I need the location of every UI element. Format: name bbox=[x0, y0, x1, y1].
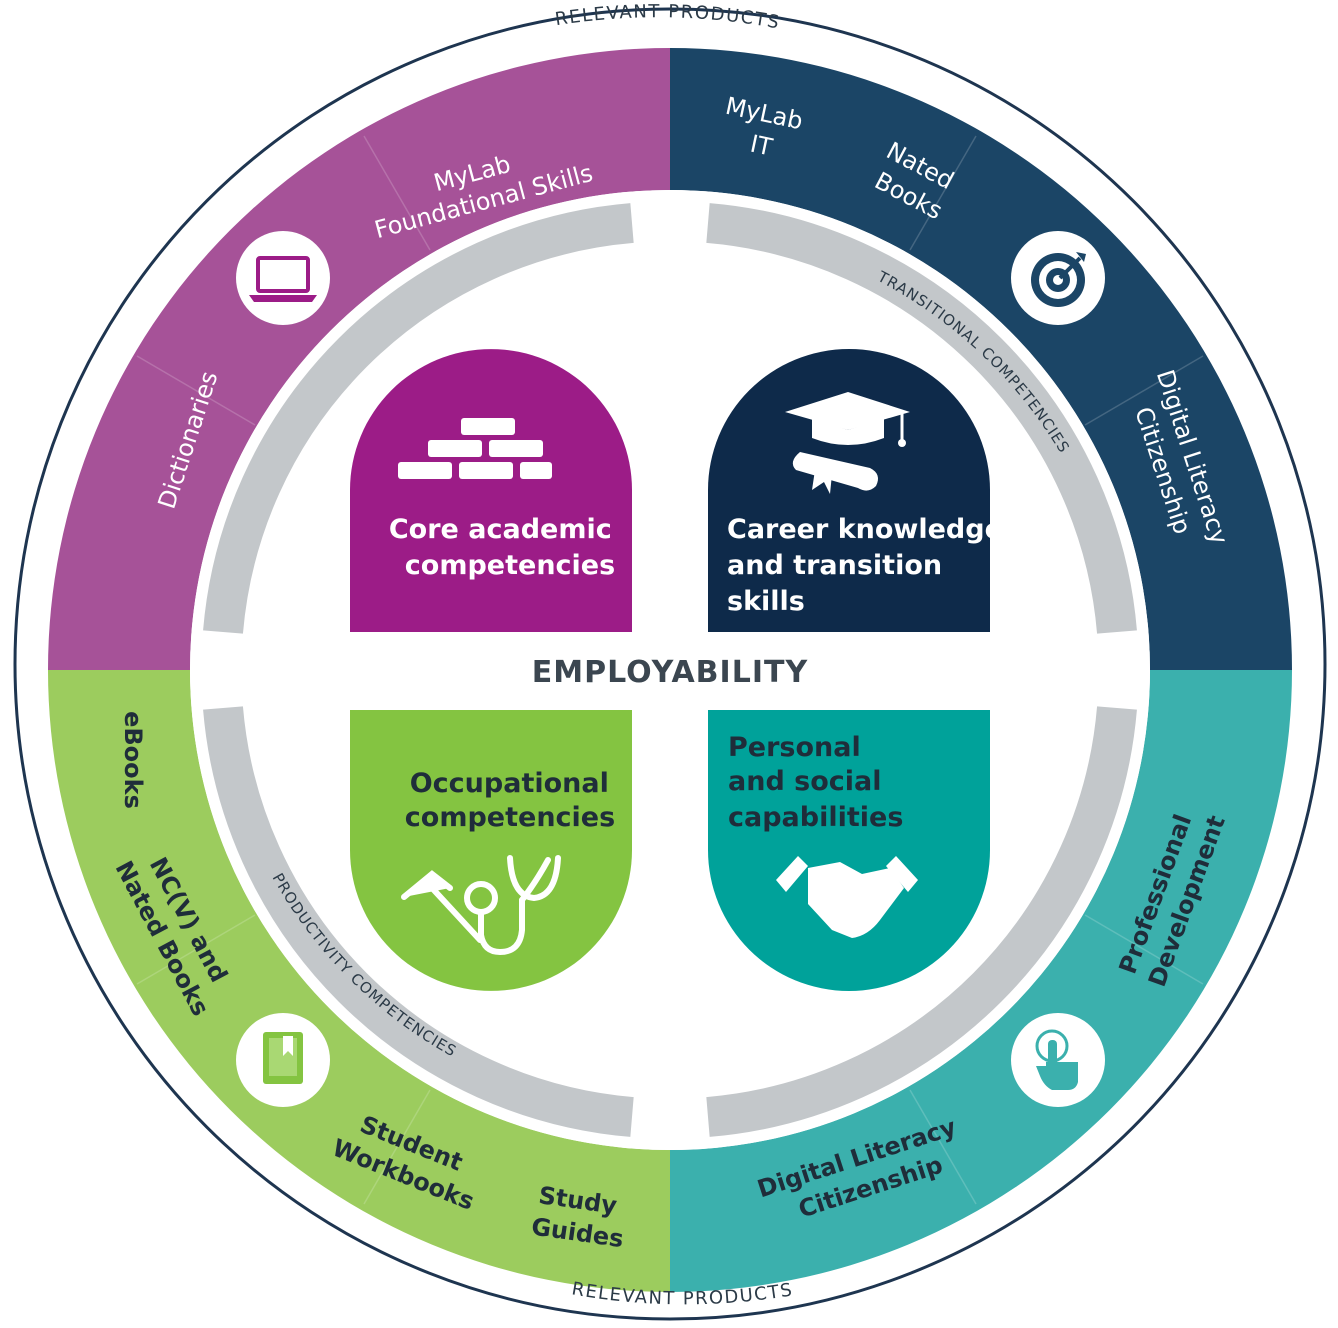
target-icon bbox=[1011, 231, 1105, 325]
products-band-bottom-left bbox=[48, 670, 670, 1292]
products-band-top-right bbox=[670, 48, 1292, 670]
handshake-icon bbox=[776, 856, 918, 938]
product-digital-literacy-tr: Digital Literacy Citizenship bbox=[1120, 366, 1236, 565]
quadrant-label-personal: Personal and social capabilities bbox=[728, 732, 903, 833]
quadrant-occupational: Occupational competencies bbox=[350, 710, 632, 991]
book-icon bbox=[236, 1013, 330, 1107]
laptop-icon bbox=[236, 231, 330, 325]
product-separators bbox=[136, 135, 1204, 1205]
touch-icon bbox=[1011, 1013, 1105, 1107]
competency-ring bbox=[203, 203, 1137, 1137]
product-study-guides: Study Guides bbox=[530, 1181, 630, 1253]
quadrant-label-occupational: Occupational competencies bbox=[405, 768, 618, 833]
graduation-cap-icon bbox=[785, 392, 910, 494]
outer-ring bbox=[13, 7, 1327, 1321]
center-title: EMPLOYABILITY bbox=[532, 655, 809, 690]
products-band-bottom-right bbox=[670, 670, 1292, 1292]
product-ebooks: eBooks bbox=[119, 711, 147, 809]
ring-label-top: RELEVANT PRODUCTS bbox=[554, 1, 782, 33]
quadrant-core-academic: Core academic competencies bbox=[350, 349, 632, 632]
quadrant-career-knowledge: Career knowledge and transition skills bbox=[708, 349, 1012, 632]
products-band-top-left bbox=[48, 48, 670, 670]
bricks-icon bbox=[398, 418, 552, 479]
quadrant-label-career: Career knowledge and transition skills bbox=[727, 514, 1012, 617]
hammer-stethoscope-icon bbox=[401, 855, 561, 956]
quadrant-personal-social: Personal and social capabilities bbox=[708, 710, 990, 991]
quadrant-label-core: Core academic competencies bbox=[389, 514, 621, 581]
